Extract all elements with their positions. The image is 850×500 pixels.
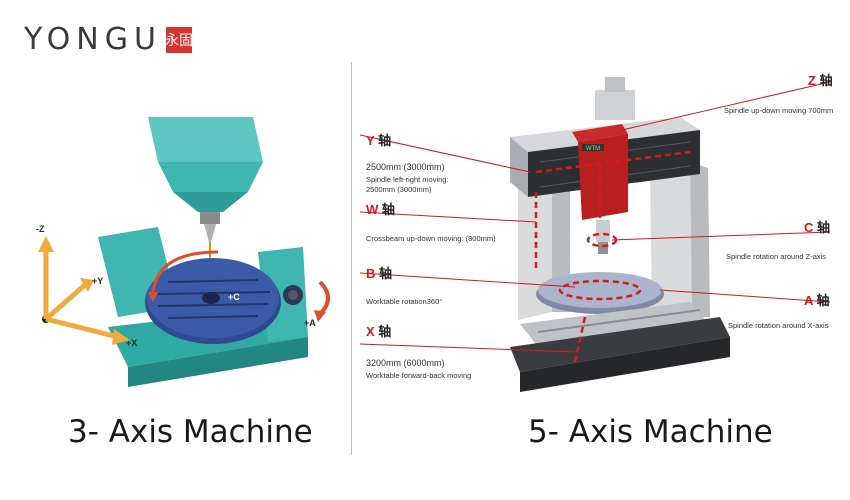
panel-divider	[351, 62, 352, 455]
axis-label-z: -Z	[36, 224, 45, 234]
axis-desc-z: Spindle up-down moving 700mm	[724, 106, 834, 115]
axis-title-w: W 轴	[366, 202, 395, 217]
axis-desc-c: Spindle rotation around Z-axis	[726, 252, 827, 261]
three-axis-drawing	[38, 117, 330, 387]
axis-desc-y-2: Spindle left-right moving:	[366, 175, 449, 184]
axis-label-a: +A	[304, 318, 316, 328]
axis-label-c: +C	[228, 292, 240, 302]
axis-desc-a: Spindle rotation around X-axis	[728, 321, 829, 330]
five-axis-illustration: WTM	[359, 62, 840, 402]
five-axis-drawing: WTM	[359, 77, 831, 392]
axis-desc-x-2: Worktable forward-back moving	[366, 371, 472, 380]
axis-label-y: +Y	[92, 276, 104, 286]
brand-logo: YONGU 永固	[24, 22, 192, 57]
axis-title-c: C 轴	[804, 220, 831, 235]
axis-label-x: +X	[126, 338, 138, 348]
axis-title-a: A 轴	[804, 293, 830, 308]
axis-desc-y-1: 2500mm (3000mm)	[366, 162, 445, 172]
brand-seal-icon: 永固	[165, 26, 192, 53]
caption-three-axis: 3- Axis Machine	[68, 414, 313, 450]
axis-desc-x-1: 3200mm (6000mm)	[366, 358, 445, 368]
axis-desc-y-3: 2500mm (3000mm)	[366, 185, 432, 194]
svg-text:永固: 永固	[166, 33, 192, 49]
axis-title-x: X 轴	[366, 324, 392, 339]
axis-title-z: Z 轴	[808, 73, 833, 88]
caption-five-axis: 5- Axis Machine	[528, 414, 773, 450]
svg-text:WTM: WTM	[586, 146, 600, 152]
brand-name: YONGU	[24, 22, 162, 57]
axis-desc-b: Worktable rotation360°	[366, 297, 443, 306]
axis-title-y: Y 轴	[366, 133, 392, 148]
axis-title-b: B 轴	[366, 266, 393, 281]
three-axis-illustration: -Z +Y +X +C +A	[18, 112, 348, 402]
axis-desc-w: Crossbeam up-down moving: (800mm)	[366, 234, 496, 243]
